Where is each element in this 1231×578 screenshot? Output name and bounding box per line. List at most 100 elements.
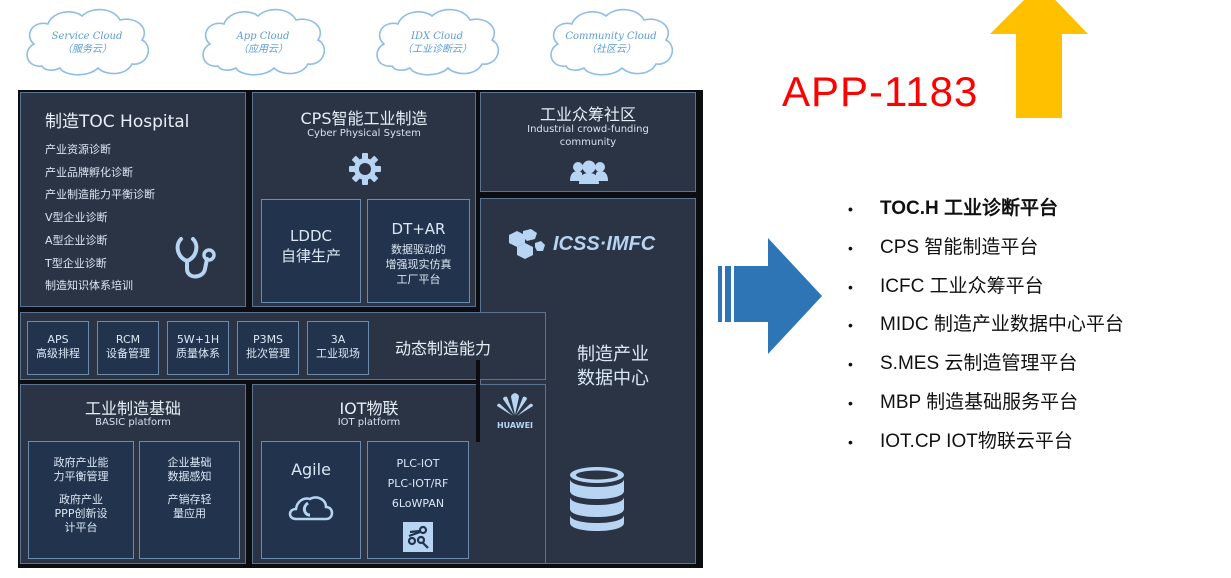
capability-code: 5W+1H (176, 333, 220, 346)
toc-hospital-title: 制造TOC Hospital (45, 112, 190, 132)
platform-label: IOT.CP IOT物联云平台 (880, 430, 1073, 452)
capability-code: APS (47, 333, 69, 346)
platform-item: • ICFC 工业众筹平台 (848, 268, 1124, 307)
platform-label: MIDC 制造产业数据中心平台 (880, 314, 1124, 336)
bullet-icon: • (848, 317, 853, 334)
agile-label: Agile (291, 460, 331, 479)
database-icon (570, 467, 624, 531)
capability-name: 设备管理 (106, 347, 150, 360)
gov-line-1: 政府产业能 (53, 456, 109, 469)
ent-line-2: 数据感知 (167, 470, 212, 483)
gov-line-5: 计平台 (64, 521, 98, 534)
cloud-zh-label: （工业诊断云） (402, 44, 472, 55)
ent-line-1: 企业基础 (167, 456, 212, 469)
basic-title: 工业制造基础 (84, 399, 181, 418)
platform-list: • TOC.H 工业诊断平台 • CPS 智能制造平台 • ICFC 工业众筹平台 • MID… (848, 190, 1124, 462)
cloud-zh-label: （应用云） (238, 44, 288, 55)
platform-item: •S.MES 云制造管理平台 (848, 345, 1124, 384)
protocol-box: PLC-IOT PLC-IOT/RF 6LoWPAN (367, 441, 469, 559)
toc-item: T型企业诊断 (45, 256, 107, 270)
cloud-shape-icon (202, 8, 326, 76)
dtar-desc-2: 增强现实仿真 (385, 258, 452, 271)
bullet-icon: • (848, 433, 853, 450)
cloud-4: Community Cloud（社区云） (544, 6, 678, 78)
cloud-en-label: IDX Cloud (411, 31, 463, 42)
platform-item: •MBP 制造基础服务平台 (848, 384, 1124, 423)
enterprise-box: 企业基础 数据感知 产销存轻 量应用 (139, 441, 240, 559)
platform-item: • CPS 智能制造平台 (848, 229, 1124, 268)
government-box: 政府产业能 力平衡管理 政府产业 PPP创新设 计平台 (28, 441, 134, 559)
cps-panel: CPS智能工业制造 Cyber Physical System LDDC 自律生… (252, 92, 476, 307)
stethoscope-icon (175, 237, 216, 279)
capability-code: 3A (330, 333, 346, 346)
cloud-en-label: Service Cloud (51, 31, 123, 42)
app-id-label: APP-1183 (782, 68, 979, 115)
protocol-3: 6LoWPAN (391, 497, 445, 510)
huawei-logo-icon (497, 393, 533, 416)
cloud-sync-icon (288, 496, 334, 521)
iot-platform-panel: IOT物联 IOT platform HUAWEI Agile PLC-IOT … (252, 384, 546, 564)
icss-imfc-logo: ICSS·IMFC (553, 233, 656, 255)
cps-title: CPS智能工业制造 (300, 109, 428, 128)
huawei-brand: HUAWEI (496, 421, 534, 430)
bullet-icon: • (848, 239, 853, 256)
up-arrow-icon (990, 0, 1088, 118)
gov-line-2: 力平衡管理 (53, 470, 109, 483)
platform-label: CPS 智能制造平台 (880, 236, 1039, 258)
cps-subtitle: Cyber Physical System (307, 128, 421, 139)
cloud-shape-icon (26, 8, 150, 76)
cloud-shape-icon (550, 8, 674, 76)
hexagon-cluster-icon (509, 229, 545, 259)
toc-item: V型企业诊断 (45, 211, 108, 225)
protocol-2: PLC-IOT/RF (387, 477, 449, 490)
ent-line-4: 量应用 (173, 507, 206, 520)
capability-code: P3MS (252, 333, 284, 346)
network-nodes-icon (403, 522, 433, 552)
lddc-title: LDDC (290, 227, 332, 245)
capability-name: 工业现场 (316, 347, 360, 360)
datacenter-line-1: 制造产业 (577, 344, 649, 365)
dtar-desc-1: 数据驱动的 (391, 243, 446, 256)
cloud-en-label: Community Cloud (565, 31, 657, 42)
cloud-shape-icon (376, 8, 500, 76)
capability-name: 批次管理 (246, 347, 290, 360)
community-subtitle-1: Industrial crowd-funding (527, 124, 649, 135)
capability-code: RCM (115, 333, 141, 346)
platform-item: • IOT.CP IOT物联云平台 (848, 423, 1124, 462)
bullet-icon: • (848, 278, 853, 295)
toc-item: 产业品牌孵化诊断 (45, 165, 133, 179)
capability-name: 高级排程 (36, 347, 80, 360)
cloud-en-label: App Cloud (236, 31, 290, 42)
datacenter-label: 制造产业 数据中心 (577, 343, 649, 391)
lddc-box: LDDC 自律生产 (261, 199, 361, 303)
bullet-icon: • (848, 201, 853, 217)
cloud-3: IDX Cloud （工业诊断云） (370, 6, 504, 78)
community-subtitle-2: community (559, 137, 617, 148)
platform-label: S.MES 云制造管理平台 (880, 353, 1078, 375)
basic-platform-panel: 工业制造基础 BASIC platform 政府产业能 力平衡管理 政府产业 P… (20, 384, 246, 564)
divider (476, 360, 480, 442)
platform-label: MBP 制造基础服务平台 (880, 391, 1079, 413)
protocol-1: PLC-IOT (396, 457, 440, 470)
platform-item: • TOC.H 工业诊断平台 (848, 190, 1124, 229)
basic-subtitle: BASIC platform (95, 417, 171, 428)
iot-subtitle: IOT platform (337, 417, 401, 428)
cloud-1: Service Cloud（服务云） (20, 6, 154, 78)
platform-item: • MIDC 制造产业数据中心平台 (848, 306, 1124, 345)
toc-item: 产业制造能力平衡诊断 (45, 188, 155, 202)
dtar-desc-3: 工厂平台 (396, 273, 441, 286)
gov-line-3: 政府产业 (59, 493, 103, 506)
datacenter-line-2: 数据中心 (577, 368, 649, 389)
lddc-desc: 自律生产 (280, 247, 341, 265)
platform-label: ICFC 工业众筹平台 (880, 275, 1044, 297)
platform-label: TOC.H 工业诊断平台 (880, 198, 1059, 219)
toc-item: 制造知识体系培训 (45, 279, 133, 293)
gear-icon (349, 153, 381, 185)
